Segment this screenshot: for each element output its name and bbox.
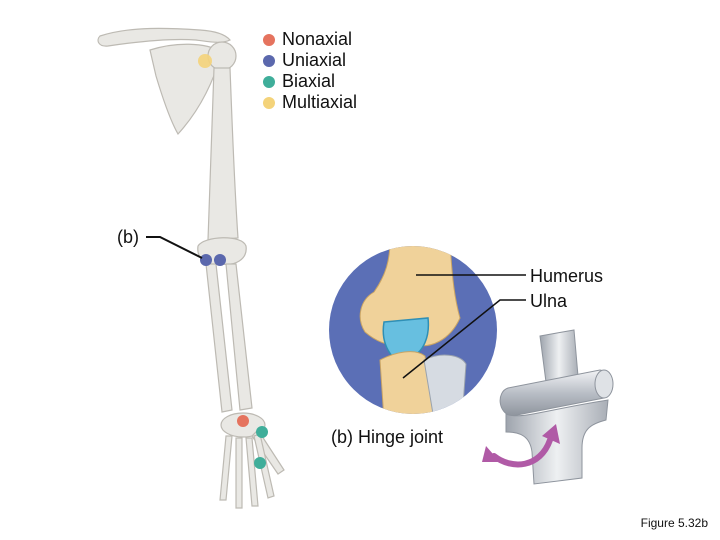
legend-dot-multiaxial <box>263 96 275 109</box>
ulna-label: Ulna <box>530 291 568 311</box>
radius-shaft <box>225 263 253 411</box>
model-cylinder-end <box>594 369 614 399</box>
motion-arrow-head-up <box>542 424 560 444</box>
uniaxial-elbow-marker-2 <box>214 254 226 266</box>
legend-label: Uniaxial <box>282 50 347 70</box>
arm-skeleton-icon <box>97 27 285 509</box>
nonaxial-wrist-marker <box>237 415 249 427</box>
legend-item-multiaxial: Multiaxial <box>263 92 357 113</box>
humerus-shaft <box>207 67 239 241</box>
b-leader-line <box>146 236 203 259</box>
uniaxial-elbow-marker-1 <box>200 254 212 266</box>
figure-number: Figure 5.32b <box>640 516 708 530</box>
ulna-shaft <box>205 263 233 413</box>
finger-1 <box>219 435 233 501</box>
legend-item-biaxial: Biaxial <box>263 71 357 92</box>
clavicle <box>97 27 231 47</box>
legend-item-nonaxial: Nonaxial <box>263 29 357 50</box>
legend-label: Biaxial <box>282 71 336 91</box>
ulna-leader-line <box>402 299 526 379</box>
legend-label: Multiaxial <box>282 92 358 112</box>
motion-arrow-head-left <box>482 446 500 462</box>
legend-dot-uniaxial <box>263 54 275 67</box>
hinge-joint-closeup-icon <box>329 246 497 414</box>
legend: Nonaxial Uniaxial Biaxial Multiaxial <box>263 29 357 113</box>
finger-2 <box>235 437 243 509</box>
legend-dot-nonaxial <box>263 33 275 46</box>
biaxial-wrist-marker <box>256 426 268 438</box>
model-post <box>539 329 579 383</box>
motion-arrow-icon <box>491 437 553 468</box>
legend-dot-biaxial <box>263 75 275 88</box>
humerus-label: Humerus <box>530 266 604 286</box>
legend-item-uniaxial: Uniaxial <box>263 50 357 71</box>
multiaxial-shoulder-marker <box>198 54 212 68</box>
finger-3 <box>245 437 259 507</box>
b-marker-label: (b) <box>117 227 139 247</box>
humeral-head <box>207 41 237 71</box>
hinge-model-icon <box>499 329 614 485</box>
biaxial-hand-marker <box>254 457 266 469</box>
hinge-joint-caption: (b) Hinge joint <box>331 427 444 447</box>
legend-label: Nonaxial <box>282 29 353 49</box>
